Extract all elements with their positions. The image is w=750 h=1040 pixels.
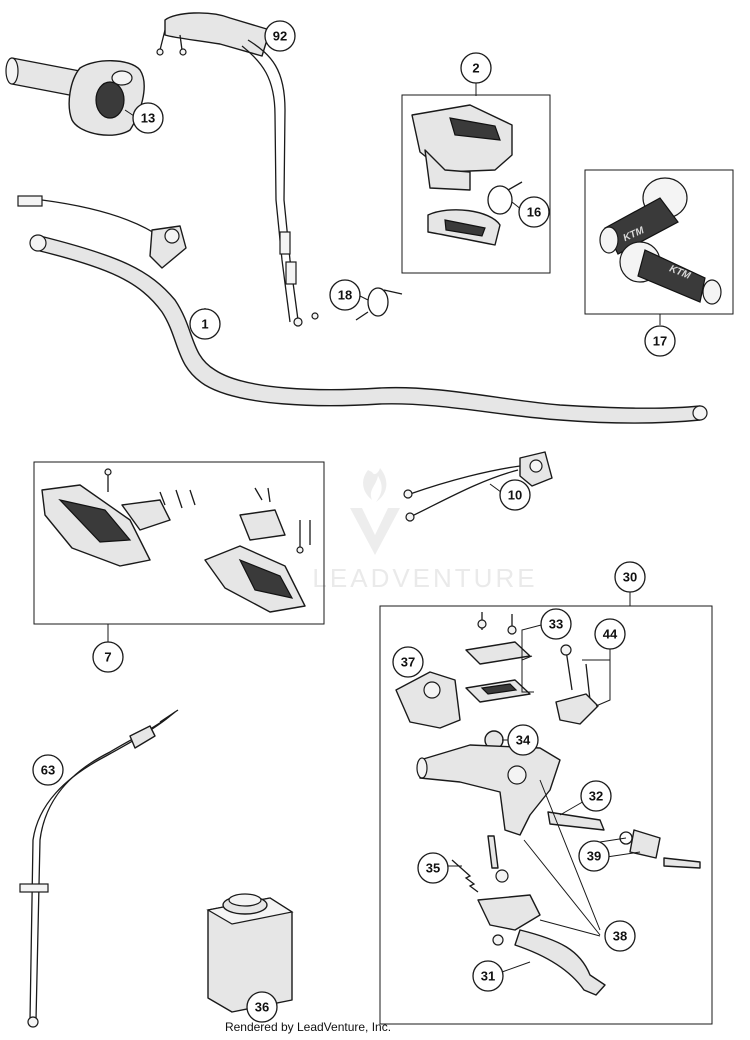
callout-37-label: 37	[401, 655, 415, 670]
callout-2-label: 2	[472, 61, 479, 76]
clutch-master-cylinder-frame	[379, 605, 713, 1025]
callout-32: 32	[580, 780, 612, 812]
callout-30: 30	[614, 561, 646, 593]
callout-34-label: 34	[516, 733, 531, 748]
handlebar-grips: KTM KTM	[599, 177, 722, 305]
callout-37: 37	[392, 646, 424, 678]
leadventure-watermark: LEADVENTURE	[312, 468, 537, 593]
callout-10: 10	[499, 479, 531, 511]
switch-housing	[411, 104, 513, 246]
callout-36-label: 36	[255, 1000, 269, 1015]
callout-92-label: 92	[273, 29, 287, 44]
callout-34: 34	[507, 724, 539, 756]
callout-18-label: 18	[338, 288, 352, 303]
callout-7-label: 7	[104, 650, 111, 665]
switch-with-wire-10	[403, 451, 553, 522]
callout-18: 18	[329, 279, 361, 311]
callout-30-label: 30	[623, 570, 637, 585]
throttle-cables	[156, 12, 319, 327]
handguard-kit	[41, 468, 311, 613]
callout-35-label: 35	[426, 861, 440, 876]
callout-16: 16	[518, 196, 550, 228]
callout-7: 7	[92, 641, 124, 673]
callout-39-label: 39	[587, 849, 601, 864]
callout-36: 36	[246, 991, 278, 1023]
clutch-master-cylinder-assembly	[395, 612, 701, 996]
cable-tie-16	[487, 181, 523, 215]
callout-17-label: 17	[653, 334, 667, 349]
callout-38-label: 38	[613, 929, 627, 944]
callout-1: 1	[189, 308, 221, 340]
callout-33-label: 33	[549, 617, 563, 632]
callout-2: 2	[460, 52, 492, 84]
callout-31-label: 31	[481, 969, 495, 984]
clutch-cable	[19, 709, 179, 1028]
callout-31: 31	[472, 960, 504, 992]
callout-35: 35	[417, 852, 449, 884]
handguard-kit-frame	[33, 461, 325, 625]
callout-92: 92	[264, 20, 296, 52]
handlebar	[29, 234, 708, 424]
callout-13: 13	[132, 102, 164, 134]
callout-38: 38	[604, 920, 636, 952]
callout-63: 63	[32, 754, 64, 786]
callout-17: 17	[644, 325, 676, 357]
callout-13-label: 13	[141, 111, 155, 126]
callout-39: 39	[578, 840, 610, 872]
left-switch-wire-upper	[17, 195, 187, 269]
watermark-text: LEADVENTURE	[312, 563, 537, 593]
brake-fluid-can	[206, 893, 294, 1013]
callout-44: 44	[594, 618, 626, 650]
callout-32-label: 32	[589, 789, 603, 804]
callout-1-label: 1	[201, 317, 208, 332]
grip-set-frame	[584, 169, 734, 315]
callout-16-label: 16	[527, 205, 541, 220]
callout-33: 33	[540, 608, 572, 640]
callout-10-label: 10	[508, 488, 522, 503]
cable-tie-18	[355, 287, 403, 321]
callout-44-label: 44	[603, 627, 618, 642]
throttle-grip-assembly	[5, 57, 145, 136]
callout-63-label: 63	[41, 763, 55, 778]
rendered-by-credit: Rendered by LeadVenture, Inc.	[225, 1020, 391, 1034]
